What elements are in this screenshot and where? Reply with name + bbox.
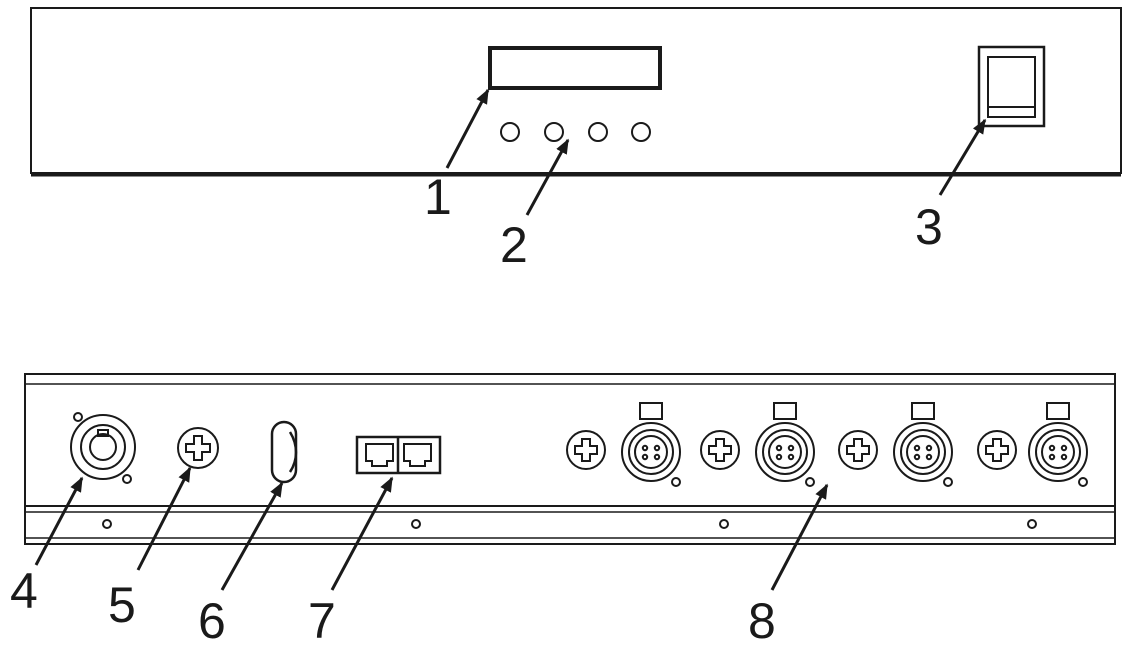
powercon-connector[interactable] [70,412,136,484]
network-ports [355,435,442,475]
rj45-port-1[interactable] [365,443,394,467]
leader-3 [938,118,987,196]
leader-8 [770,483,829,591]
xlr-screw-1 [566,430,606,470]
rear-panel [24,373,1116,545]
leader-6 [220,481,284,591]
xlr-screw-3 [838,430,878,470]
xlr-screw-2 [700,430,740,470]
ground-screw [177,427,219,469]
xlr-connector-4[interactable] [1028,402,1088,487]
menu-button[interactable] [500,122,520,142]
leader-7 [330,476,394,591]
control-buttons [500,122,651,142]
lcd-display [488,46,662,90]
front-panel [30,7,1122,177]
leader-4 [34,476,84,566]
callout-6: 6 [198,593,226,647]
leader-5 [136,466,192,571]
front-panel-housing [30,7,1122,174]
xlr-connector-3[interactable] [893,402,953,487]
callout-labels: 1 2 3 4 5 6 7 8 [10,169,943,647]
callout-2: 2 [500,217,528,273]
power-switch[interactable] [977,45,1046,128]
rail-holes [102,519,1037,529]
leader-2 [525,138,570,216]
xlr-connector-2[interactable] [755,402,815,487]
front-leaders [445,88,987,216]
down-button[interactable] [588,122,608,142]
callout-1: 1 [424,169,452,225]
rj45-port-2[interactable] [403,443,432,467]
cable-clip[interactable] [270,420,298,484]
rear-leaders [34,466,829,591]
leader-1 [445,88,490,169]
xlr-screw-4 [977,430,1017,470]
xlr-connector-1[interactable] [621,402,681,487]
callout-4: 4 [10,563,38,619]
up-button[interactable] [544,122,564,142]
xlr-section [566,402,1088,487]
enter-button[interactable] [631,122,651,142]
callout-7: 7 [308,593,336,647]
callout-8: 8 [748,593,776,647]
callout-3: 3 [915,199,943,255]
rear-panel-housing [24,373,1116,545]
callout-5: 5 [108,577,136,633]
